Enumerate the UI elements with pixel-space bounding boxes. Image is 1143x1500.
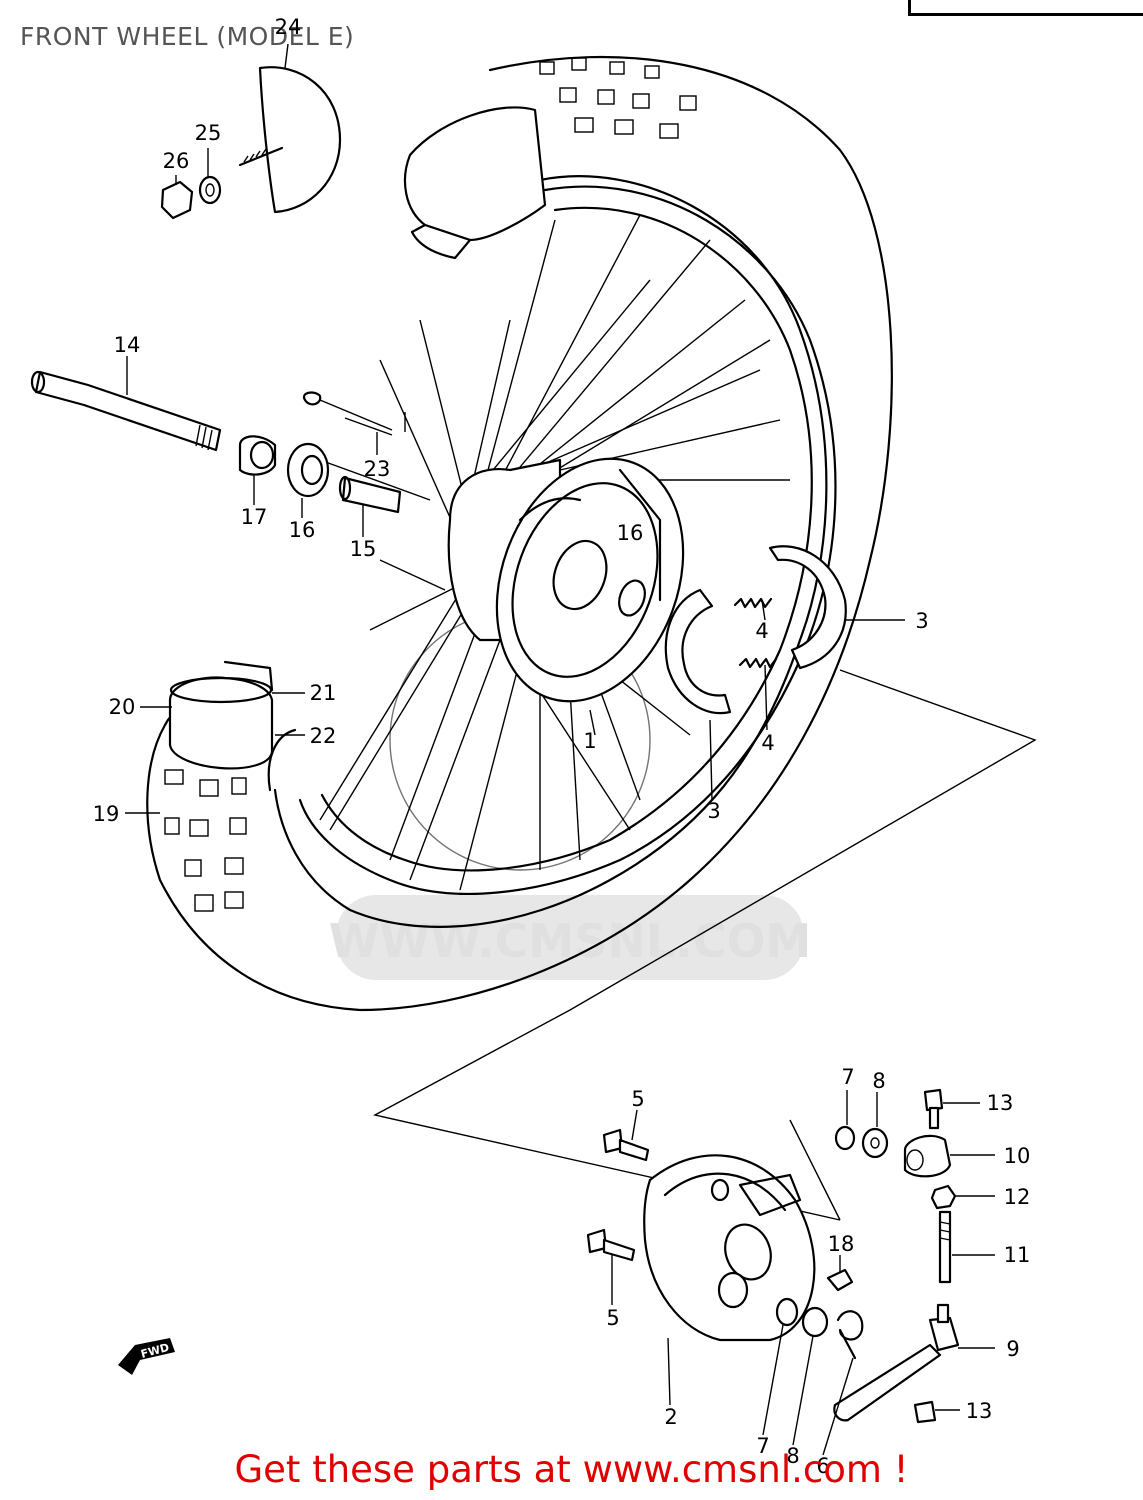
tread-left [164, 769, 247, 912]
callout-3-lower: 3 [707, 799, 720, 823]
callout-7-upper: 7 [841, 1065, 854, 1089]
corner-frame [908, 0, 1143, 16]
rim-lock-washer [198, 175, 222, 205]
callout-25: 25 [195, 121, 222, 145]
promo-link[interactable]: Get these parts at www.cmsnl.com ! [234, 1448, 909, 1491]
assembly-guides [373, 669, 1037, 1221]
tread-top [539, 57, 697, 139]
callout-10: 10 [1004, 1144, 1031, 1168]
callout-3-upper: 3 [915, 609, 928, 633]
callout-22: 22 [310, 724, 337, 748]
callout-15: 15 [350, 537, 377, 561]
callout-23: 23 [364, 457, 391, 481]
callout-16-hub: 16 [617, 521, 644, 545]
callout-9: 9 [1006, 1337, 1019, 1361]
hub-spacer [338, 475, 402, 514]
callout-20: 20 [109, 695, 136, 719]
callout-8-lower: 8 [786, 1444, 799, 1468]
callout-13-lower: 13 [966, 1399, 993, 1423]
callout-13-upper: 13 [987, 1091, 1014, 1115]
bearing [286, 442, 330, 498]
tube [168, 676, 274, 770]
callout-6: 6 [816, 1454, 829, 1478]
callout-4-upper: 4 [755, 619, 768, 643]
callout-7-lower: 7 [756, 1434, 769, 1458]
diagram-title: FRONT WHEEL (MODEL E) [20, 22, 355, 51]
callout-12: 12 [1004, 1185, 1031, 1209]
washer-lower [775, 1297, 864, 1360]
brake-panel [643, 1154, 816, 1342]
hub [447, 457, 685, 703]
anchor-bolt-upper [602, 1128, 650, 1162]
rim [298, 185, 837, 895]
callout-19: 19 [93, 802, 120, 826]
callout-17: 17 [241, 505, 268, 529]
adjust-nut [930, 1184, 957, 1210]
anchor-bolt-lower [586, 1228, 636, 1262]
callout-11: 11 [1004, 1243, 1031, 1267]
panel-bolt [826, 1268, 854, 1292]
spoke-set [302, 391, 393, 436]
leader-lines [125, 43, 995, 1456]
callout-14: 14 [114, 333, 141, 357]
callouts: 24 25 26 14 23 17 16 15 16 3 4 4 1 3 21 … [93, 15, 1031, 1478]
cable-bolt [923, 1088, 944, 1130]
callout-18: 18 [828, 1232, 855, 1256]
callout-21: 21 [310, 681, 337, 705]
cam-lever [833, 1303, 960, 1422]
axle [30, 370, 222, 452]
callout-2: 2 [664, 1405, 677, 1429]
callout-26: 26 [163, 149, 190, 173]
brake-springs [733, 597, 778, 669]
callout-5-upper: 5 [631, 1087, 644, 1111]
brake-shoe-lower [664, 588, 732, 715]
rim-lock-nut [160, 180, 194, 220]
washer-upper [834, 1125, 889, 1159]
adjust-bolt [938, 1210, 952, 1284]
callout-16-bearing: 16 [289, 518, 316, 542]
axle-spacer [238, 435, 277, 476]
rim-band [223, 660, 274, 692]
callout-1: 1 [583, 729, 596, 753]
lever-bolt [913, 1400, 937, 1424]
callout-5-lower: 5 [606, 1306, 619, 1330]
brake-shoe-upper [768, 545, 847, 670]
callout-24: 24 [275, 15, 302, 39]
cable-holder [903, 1134, 952, 1178]
callout-4-lower: 4 [761, 731, 774, 755]
spokes [319, 214, 790, 891]
rim-lock [238, 66, 342, 214]
fwd-arrow-icon: FWD [118, 1338, 175, 1375]
callout-8-upper: 8 [872, 1069, 885, 1093]
